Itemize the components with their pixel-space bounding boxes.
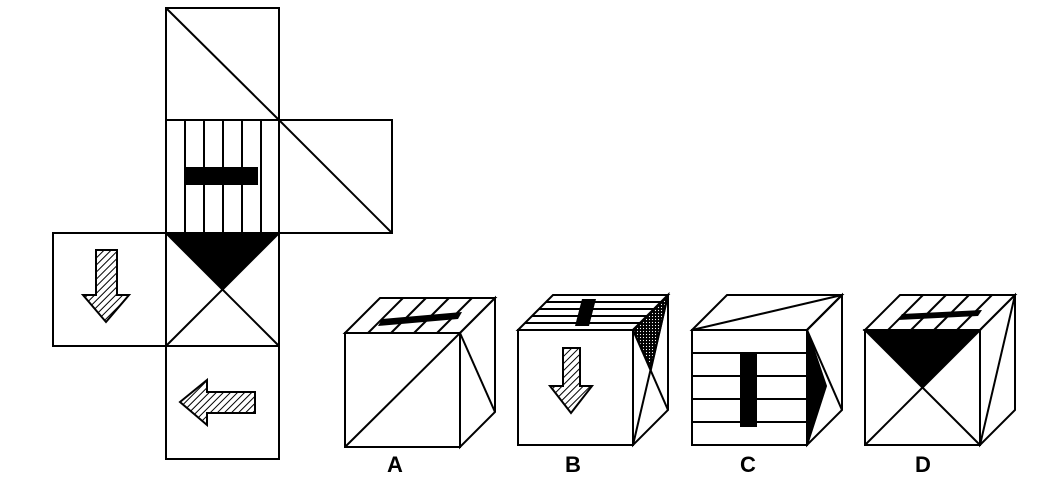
- cube-net: [52, 7, 393, 460]
- cube-b-bar: [575, 299, 596, 326]
- option-cube-c[interactable]: [689, 292, 845, 448]
- hatched-arrow-down-icon: [80, 249, 132, 324]
- cube-d-black-triangle: [862, 329, 983, 389]
- option-label-d[interactable]: D: [915, 452, 931, 477]
- net-face-arrow-down: [52, 232, 167, 347]
- option-label-a[interactable]: A: [387, 452, 403, 477]
- option-label-b[interactable]: B: [565, 452, 581, 477]
- black-bar: [186, 167, 258, 185]
- net-face-triangle-x: [163, 232, 282, 347]
- cube-d-bar: [898, 310, 982, 320]
- option-cube-a[interactable]: [342, 295, 498, 450]
- option-cube-b[interactable]: [515, 291, 671, 448]
- cube-b-hatched-arrow-down-icon: [547, 347, 595, 415]
- net-face-diagonal-right: [278, 119, 393, 234]
- net-face-diagonal-top: [165, 7, 280, 121]
- net-face-arrow-left: [165, 345, 280, 460]
- option-label-c[interactable]: C: [740, 452, 756, 477]
- black-triangle: [163, 232, 282, 291]
- hatched-arrow-left-icon: [178, 377, 256, 428]
- option-cube-d[interactable]: [862, 292, 1018, 448]
- cube-a-bar: [378, 312, 462, 326]
- net-face-stripes-bar: [165, 119, 280, 234]
- cube-c-bar: [740, 352, 757, 427]
